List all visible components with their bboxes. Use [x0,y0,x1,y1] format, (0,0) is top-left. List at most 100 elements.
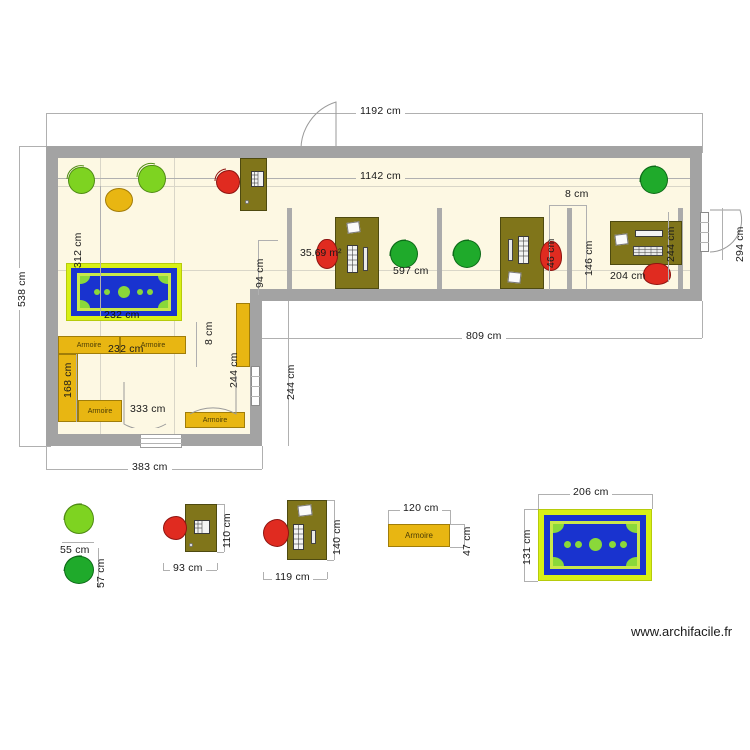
chair-red-2[interactable] [316,239,338,269]
legend-armoire[interactable]: Armoire [388,524,450,547]
armoire-top-right[interactable]: Armoire [120,336,186,354]
desk-3-monitor-grid [518,236,529,264]
dim-333-label: 333 cm [130,403,166,415]
legend-chair-light-green-outline [63,503,83,521]
dim-top-outer-tick-left [46,113,47,153]
legend-206-tick-right [652,494,653,509]
armoire-left-tall[interactable] [58,354,78,422]
dim-46-line [549,205,550,290]
desk-3-keyboard [508,239,513,261]
rug-corner-tr [158,276,168,284]
dim-809-label: 809 cm [462,330,506,342]
desk-1-monitor-grid [251,171,259,187]
chair-red-3[interactable] [540,241,562,271]
right-door-line [700,242,709,243]
dim-244-lower-label: 244 cm [285,364,297,400]
chair-green-1-outline [389,239,407,257]
lower-room-door-arc-right [189,376,237,415]
chair-red-1[interactable] [216,170,240,194]
armoire-lower-left[interactable]: Armoire [78,400,122,422]
wall-left-upper [46,146,58,446]
legend-armoire-width-label: 120 cm [400,502,442,514]
legend-chair-height-label: 57 cm [95,558,107,588]
rug-dot [147,289,153,295]
dim-left-outer-tick-top [19,146,51,147]
dim-244-lower-line [288,301,289,446]
lower-door-line [251,386,260,387]
dim-294-label: 294 cm [734,226,746,262]
entry-door-arc-top [300,101,337,153]
floor-guide-line [58,186,690,187]
chair-light-green-2-outline [136,162,156,178]
armoire-corner-vertical[interactable] [236,303,250,367]
legend-119-tick-left [263,572,264,579]
legend-rug-corner-tr [626,524,637,533]
dim-294-line [722,208,723,260]
dim-312-line [100,186,101,316]
legend-desk-small-chair[interactable] [163,516,187,540]
lower-room-door-arc-left [123,382,167,428]
wall-bottom-right-arm [250,289,702,301]
chair-green-2-outline [452,239,470,257]
rug-dot [104,289,110,295]
rug-corner-br [158,300,168,308]
right-door-arc [709,209,743,253]
chair-red-1-outline [214,168,227,182]
legend-desk-small-mouse [189,543,193,547]
legend-140-tick-bottom [327,560,334,561]
dim-top-outer-label: 1192 cm [356,105,405,117]
chair-light-green-1[interactable] [68,167,95,194]
legend-55-line [62,542,94,543]
legend-desk-large-height-label: 140 cm [331,519,343,555]
armoire-bottom[interactable]: Armoire [185,412,245,428]
dim-left-outer-label: 538 cm [16,268,28,310]
rug-corner-tl [80,276,90,284]
legend-desk-small-monitor-grid [194,520,203,534]
partition-1 [287,208,292,289]
dim-94-label: 94 cm [254,258,266,288]
dim-8cm-right-label: 8 cm [565,188,589,200]
dim-146-tick-top [549,205,586,206]
chair-light-green-1-outline [66,165,85,180]
legend-rug-dot [564,541,571,548]
desk-4-paper [614,233,629,246]
armoire-top-left[interactable]: Armoire [58,336,120,354]
chair-light-green-2[interactable] [138,165,166,193]
legend-57-line [98,548,99,588]
legend-desk-large-keyboard [311,530,316,544]
room-area-label: 35.69 m² [300,247,342,259]
legend-desk-large-width-label: 119 cm [272,571,313,583]
chair-green-3-outline [639,165,657,183]
chair-red-4[interactable] [643,263,671,285]
stool-yellow[interactable] [105,188,133,212]
right-door-line [700,222,709,223]
legend-206-tick-left [538,494,539,509]
dim-383-label: 383 cm [128,461,172,473]
legend-93-tick-right [217,563,218,570]
legend-desk-small-height-label: 110 cm [221,513,233,548]
lower-room-stairs [140,434,182,448]
rug-dot [137,289,143,295]
desk-4-monitor [635,230,663,237]
dim-312-label: 312 cm [72,232,84,268]
right-door-line [700,232,709,233]
dim-244-desk-line [668,212,669,282]
dim-168-line [76,354,77,422]
legend-131-tick-bottom [524,581,538,582]
lower-door-line [251,376,260,377]
legend-131-tick-top [524,509,538,510]
dim-top-inner-label: 1142 cm [356,170,405,182]
dim-168-label: 168 cm [62,362,74,398]
legend-120-tick-left [388,510,389,524]
legend-desk-small-width-label: 93 cm [170,562,206,574]
rug-center-dot [118,286,130,298]
legend-desk-large-paper [297,504,313,517]
desk-2-keyboard [363,247,368,271]
partition-3 [567,208,572,289]
legend-armoire-height-label: 47 cm [461,526,473,556]
legend-140-line [334,500,335,560]
legend-desk-large-chair[interactable] [263,519,289,547]
legend-rug-height-label: 131 cm [521,529,533,565]
legend-chair-width-label: 55 cm [60,544,90,556]
